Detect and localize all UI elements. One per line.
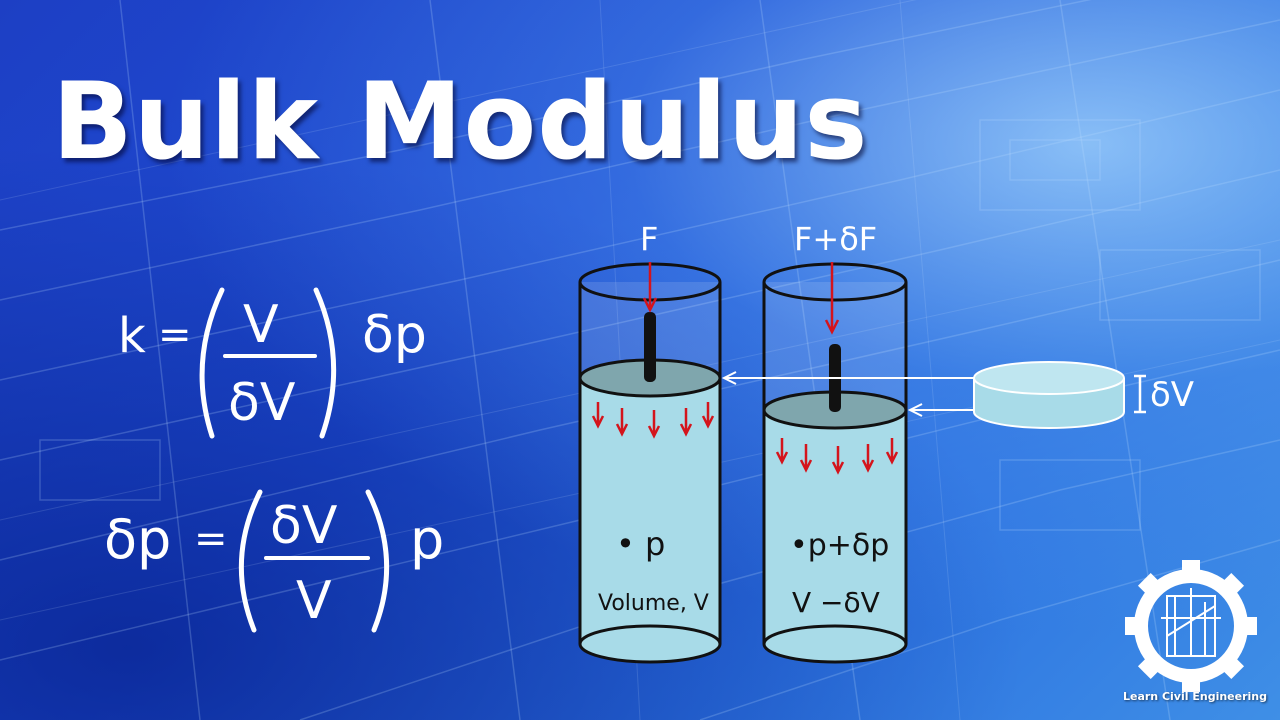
- page-title: Bulk Modulus: [52, 60, 869, 183]
- formula2-rhs: p: [410, 508, 444, 571]
- formula2-left-paren: [238, 489, 263, 633]
- formula1-left-paren: [199, 287, 225, 439]
- cylinder-left-force-label: F: [640, 220, 658, 258]
- cylinder-right-pressure-label: •p+δp: [790, 528, 889, 563]
- formula2-denominator: V: [296, 571, 332, 631]
- cylinder-left-pressure-arrows: [591, 402, 715, 439]
- formula2-equals: =: [194, 516, 228, 562]
- formula-bulk-modulus: k = V δV δp: [118, 287, 427, 439]
- cylinder-left-bottom: [578, 624, 722, 664]
- volume-change-disc: δV: [721, 361, 1194, 429]
- cylinder-right-volume-label: V −δV: [792, 586, 880, 619]
- cylinder-right-force-label: F+δF: [794, 220, 877, 258]
- cylinder-right: F+δF •p+δp V −δV: [762, 220, 908, 664]
- cylinder-right-liquid: [764, 410, 906, 644]
- cylinder-left-force-arrow: [642, 262, 658, 313]
- cylinder-right-force-arrow: [824, 262, 840, 335]
- cylinder-right-pressure-arrows: [775, 438, 899, 475]
- formula2-numerator: δV: [270, 496, 338, 556]
- gear-building-logo-icon: [1125, 560, 1257, 692]
- formula1-lhs: k: [118, 308, 146, 364]
- logo-name: Learn Civil Engineering: [1122, 690, 1267, 703]
- cylinder-left: F • p Volume, V: [578, 220, 722, 664]
- formula1-right-paren: [313, 287, 337, 439]
- formula1-equals: =: [158, 312, 192, 358]
- cylinder-left-rod: [644, 312, 656, 382]
- cylinder-right-bottom: [762, 624, 908, 664]
- formula1-rhs: δp: [362, 305, 427, 365]
- cylinder-left-volume-label: Volume, V: [598, 591, 709, 616]
- cylinder-left-pressure-label: • p: [616, 525, 665, 563]
- formula2-right-paren: [365, 489, 390, 633]
- formula1-numerator: V: [243, 295, 279, 355]
- volume-change-label: δV: [1150, 375, 1194, 415]
- formula-pressure-change: δp = δV V p: [104, 489, 444, 633]
- cylinder-left-liquid: [580, 378, 720, 644]
- formula1-denominator: δV: [228, 373, 296, 433]
- formula2-lhs: δp: [104, 508, 171, 571]
- cylinder-right-top: [762, 262, 908, 302]
